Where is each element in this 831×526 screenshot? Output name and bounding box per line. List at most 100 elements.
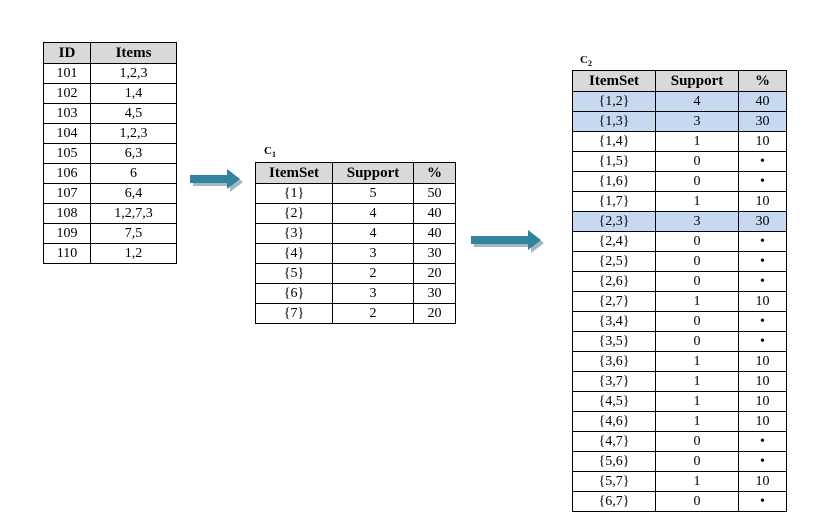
transaction-id-cell: 105	[43, 143, 91, 164]
percent-cell: •	[738, 171, 787, 192]
itemset-cell: {2,7}	[572, 291, 656, 312]
percent-cell: 50	[413, 183, 456, 204]
header-items: Items	[90, 42, 177, 64]
percent-cell: 10	[738, 131, 787, 152]
percent-cell: 10	[738, 471, 787, 492]
percent-cell: •	[738, 451, 787, 472]
support-cell: 1	[655, 191, 739, 212]
percent-cell: •	[738, 151, 787, 172]
c2-header-itemset: ItemSet	[572, 70, 656, 92]
transaction-id-cell: 110	[43, 243, 91, 264]
transaction-id-cell: 101	[43, 63, 91, 84]
transaction-id-cell: 106	[43, 163, 91, 184]
percent-cell: 30	[738, 111, 787, 132]
support-cell: 2	[332, 303, 414, 324]
transaction-items-cell: 6	[90, 163, 177, 184]
itemset-cell: {1}	[255, 183, 333, 204]
support-cell: 0	[655, 251, 739, 272]
support-cell: 1	[655, 391, 739, 412]
itemset-cell: {2,3}	[572, 211, 656, 232]
transaction-items-cell: 1,2,3	[90, 63, 177, 84]
transaction-id-cell: 108	[43, 203, 91, 224]
percent-cell: 10	[738, 191, 787, 212]
support-cell: 4	[332, 223, 414, 244]
support-cell: 1	[655, 371, 739, 392]
percent-cell: 20	[413, 263, 456, 284]
itemset-cell: {1,6}	[572, 171, 656, 192]
support-cell: 0	[655, 271, 739, 292]
transactions-header-row: ID Items	[43, 42, 177, 64]
percent-cell: •	[738, 491, 787, 512]
itemset-cell: {5}	[255, 263, 333, 284]
transaction-items-cell: 1,2,3	[90, 123, 177, 144]
c1-label-sub: 1	[271, 150, 276, 160]
support-cell: 3	[655, 111, 739, 132]
itemset-cell: {5,7}	[572, 471, 656, 492]
transaction-id-cell: 109	[43, 223, 91, 244]
support-cell: 3	[332, 243, 414, 264]
percent-cell: •	[738, 311, 787, 332]
c1-header-row: ItemSet Support %	[255, 162, 456, 184]
percent-cell: 10	[738, 371, 787, 392]
support-cell: 0	[655, 331, 739, 352]
support-cell: 0	[655, 491, 739, 512]
right-arrow-icon	[471, 230, 544, 253]
percent-cell: •	[738, 431, 787, 452]
c2-header-pct: %	[738, 70, 787, 92]
support-cell: 0	[655, 451, 739, 472]
percent-cell: 30	[738, 211, 787, 232]
support-cell: 1	[655, 471, 739, 492]
support-cell: 3	[332, 283, 414, 304]
c2-header-support: Support	[655, 70, 739, 92]
support-cell: 1	[655, 131, 739, 152]
table-row: {3,4}0•	[572, 311, 787, 332]
itemset-cell: {6,7}	[572, 491, 656, 512]
header-id: ID	[43, 42, 91, 64]
support-cell: 0	[655, 231, 739, 252]
transaction-items-cell: 1,2,7,3	[90, 203, 177, 224]
support-cell: 0	[655, 151, 739, 172]
c1-label-text: C	[264, 145, 272, 157]
support-cell: 4	[332, 203, 414, 224]
itemset-cell: {4}	[255, 243, 333, 264]
percent-cell: 10	[738, 291, 787, 312]
c2-label-text: C	[580, 54, 588, 66]
support-cell: 2	[332, 263, 414, 284]
c1-header-itemset: ItemSet	[255, 162, 333, 184]
itemset-cell: {1,5}	[572, 151, 656, 172]
support-cell: 0	[655, 431, 739, 452]
transaction-items-cell: 6,4	[90, 183, 177, 204]
percent-cell: 30	[413, 283, 456, 304]
percent-cell: 30	[413, 243, 456, 264]
itemset-cell: {4,7}	[572, 431, 656, 452]
percent-cell: •	[738, 231, 787, 252]
percent-cell: 10	[738, 411, 787, 432]
itemset-cell: {3,5}	[572, 331, 656, 352]
itemset-cell: {7}	[255, 303, 333, 324]
itemset-cell: {1,4}	[572, 131, 656, 152]
transaction-items-cell: 1,4	[90, 83, 177, 104]
table-row: {2,4}0•	[572, 231, 787, 252]
itemset-cell: {4,6}	[572, 411, 656, 432]
table-row: {2,6}0•	[572, 271, 787, 292]
table-row: {1,6}0•	[572, 171, 787, 192]
itemset-cell: {2,4}	[572, 231, 656, 252]
table-row: {5,6}0•	[572, 451, 787, 472]
support-cell: 0	[655, 171, 739, 192]
transaction-items-cell: 6,3	[90, 143, 177, 164]
